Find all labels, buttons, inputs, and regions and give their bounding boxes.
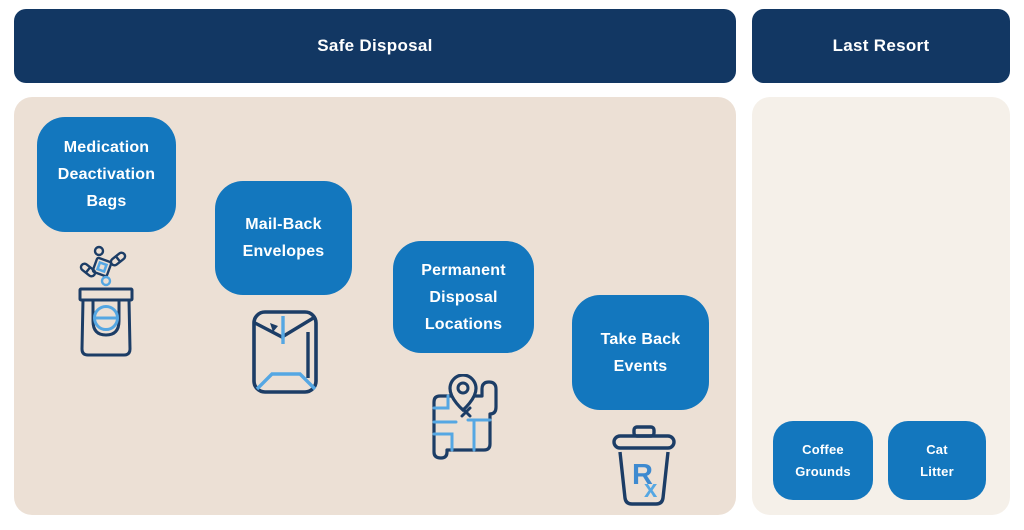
card-label-line: Bags (86, 193, 127, 210)
card-label-line: Take Back (600, 330, 681, 348)
card-label-line: Coffee (802, 441, 844, 457)
card-medication-deactivation-bags: Medication Deactivation Bags (37, 117, 176, 232)
safe-disposal-title: Safe Disposal (317, 36, 433, 55)
rx-letter-r: R (632, 459, 653, 491)
safe-disposal-panel: Medication Deactivation Bags Mail-Back E… (14, 97, 736, 515)
card-take-back-events: Take Back Events (572, 295, 709, 410)
card-coffee-grounds: Coffee Grounds (773, 421, 873, 500)
card-label-line: Mail-Back (245, 216, 322, 233)
card-permanent-disposal-locations: Permanent Disposal Locations (393, 241, 534, 353)
card-label-line: Litter (920, 463, 954, 479)
card-label-line: Locations (424, 315, 503, 333)
rx-trash-can-icon: R x (612, 425, 676, 506)
card-mail-back-envelopes: Mail-Back Envelopes (215, 181, 352, 295)
medication-deactivation-bag-icon (78, 245, 134, 357)
rx-letter-x: x (644, 476, 658, 503)
last-resort-header: Last Resort (752, 9, 1010, 83)
card-label-line: Disposal (429, 288, 498, 306)
last-resort-panel: Coffee Grounds Cat Litter (752, 97, 1010, 515)
mail-back-envelope-icon (252, 310, 318, 394)
card-label-line: Envelopes (242, 243, 325, 260)
last-resort-title: Last Resort (832, 36, 930, 55)
card-label-line: Cat (926, 441, 948, 457)
card-cat-litter: Cat Litter (888, 421, 986, 500)
card-label-line: Permanent (421, 261, 506, 279)
card-label-line: Deactivation (57, 166, 156, 183)
safe-disposal-header: Safe Disposal (14, 9, 736, 83)
card-label-line: Events (613, 357, 668, 375)
map-location-icon (432, 374, 498, 460)
card-label-line: Medication (63, 139, 150, 156)
card-label-line: Grounds (795, 463, 851, 479)
